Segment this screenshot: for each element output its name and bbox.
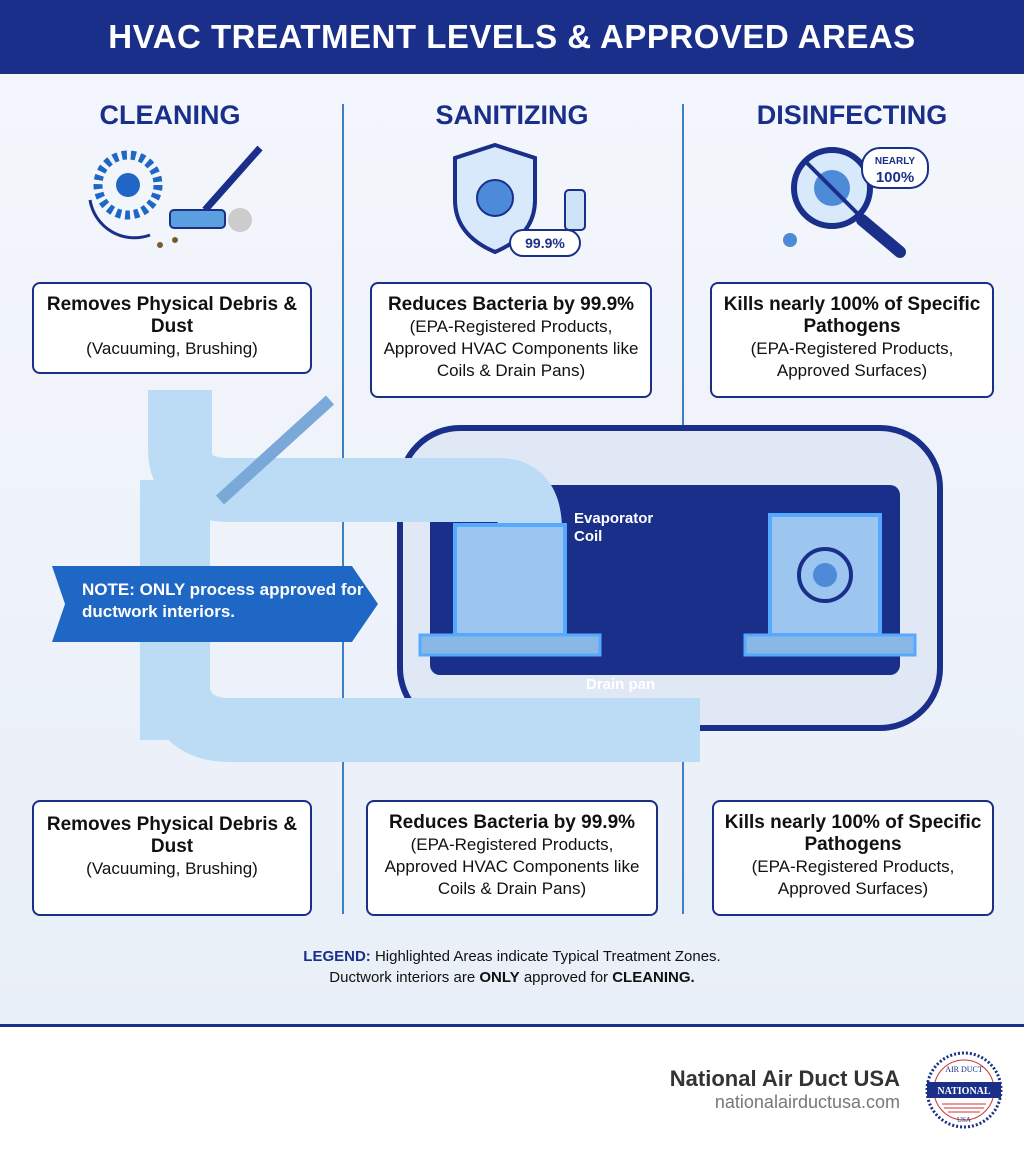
legend: LEGEND: Highlighted Areas indicate Typic… (303, 948, 721, 986)
disinfecting-box-bottom: Kills nearly 100% of Specific Pathogens(… (712, 800, 994, 916)
drain-pan-label: Drain pan (586, 676, 656, 693)
column-title-disinfecting: DISINFECTING (756, 100, 948, 130)
fan-vacuum-icon (88, 145, 263, 248)
page-title: HVAC TREATMENT LEVELS & APPROVED AREAS (0, 0, 1024, 74)
sanitize-badge: 99.9% (525, 235, 565, 251)
ductwork-note: NOTE: ONLY process approved for ductwork… (52, 566, 378, 642)
company-logo: NATIONAL AIR DUCT USA (925, 1051, 1003, 1129)
svg-text:USA: USA (957, 1116, 971, 1124)
evaporator-coil-label: Evaporator Coil (574, 510, 654, 545)
shield-spray-icon: 99.9% (453, 142, 586, 257)
svg-text:AIR DUCT: AIR DUCT (945, 1065, 983, 1074)
website-link[interactable]: nationalairductusa.com (714, 1092, 900, 1112)
svg-text:NEARLY: NEARLY (875, 156, 916, 167)
sanitizing-box-top: Reduces Bacteria by 99.9%(EPA-Registered… (370, 282, 652, 398)
brand: National Air Duct USA nationalairductusa… (669, 1066, 900, 1112)
svg-text:100%: 100% (876, 169, 914, 186)
sanitizing-box-bottom: Reduces Bacteria by 99.9%(EPA-Registered… (366, 800, 658, 916)
footer-divider (0, 1024, 1024, 1027)
magnifier-virus-icon: NEARLY 100% (783, 147, 929, 258)
cleaning-box-top: Removes Physical Debris & Dust(Vacuuming… (32, 282, 312, 374)
column-title-cleaning: CLEANING (99, 100, 241, 130)
svg-text:NATIONAL: NATIONAL (937, 1086, 990, 1097)
column-title-sanitizing: SANITIZING (435, 100, 589, 130)
disinfecting-box-top: Kills nearly 100% of Specific Pathogens(… (710, 282, 994, 398)
cleaning-box-bottom: Removes Physical Debris & Dust(Vacuuming… (32, 800, 312, 916)
